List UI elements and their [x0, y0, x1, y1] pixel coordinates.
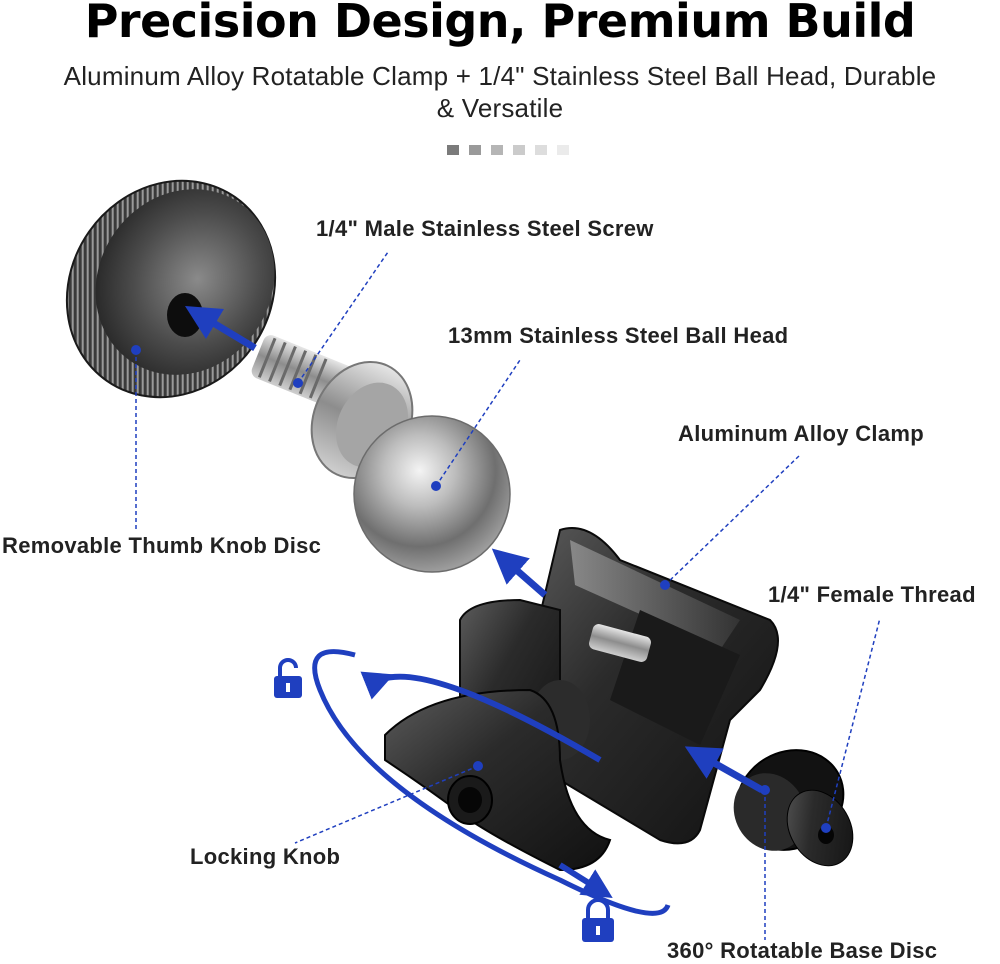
ball-head-screw [251, 335, 511, 573]
thumb-knob-disc [65, 179, 277, 399]
label-locking-knob: Locking Knob [190, 844, 341, 869]
swatch [557, 145, 569, 155]
label-male-screw: 1/4" Male Stainless Steel Screw [316, 216, 654, 241]
label-clamp: Aluminum Alloy Clamp [678, 421, 924, 446]
label-base-disc: 360° Rotatable Base Disc [667, 938, 938, 963]
assembly-arrows [184, 305, 764, 794]
unlock-icon [274, 658, 302, 698]
lock-icon [582, 898, 614, 942]
label-ball-head: 13mm Stainless Steel Ball Head [448, 323, 789, 348]
label-female-thread: 1/4" Female Thread [768, 582, 976, 607]
swatch [447, 145, 459, 155]
swatch [491, 145, 503, 155]
rotation-orbit [312, 649, 671, 916]
base-disc [733, 749, 854, 867]
swatch [535, 145, 547, 155]
page-title: Precision Design, Premium Build [84, 0, 916, 48]
label-thumb-knob: Removable Thumb Knob Disc [2, 533, 322, 558]
swatch [513, 145, 525, 155]
page-subtitle: Aluminum Alloy Rotatable Clamp + 1/4" St… [63, 61, 937, 123]
swatch [469, 145, 481, 155]
leader-lines [135, 251, 881, 940]
color-swatches [447, 145, 569, 155]
aluminum-clamp [459, 527, 779, 845]
